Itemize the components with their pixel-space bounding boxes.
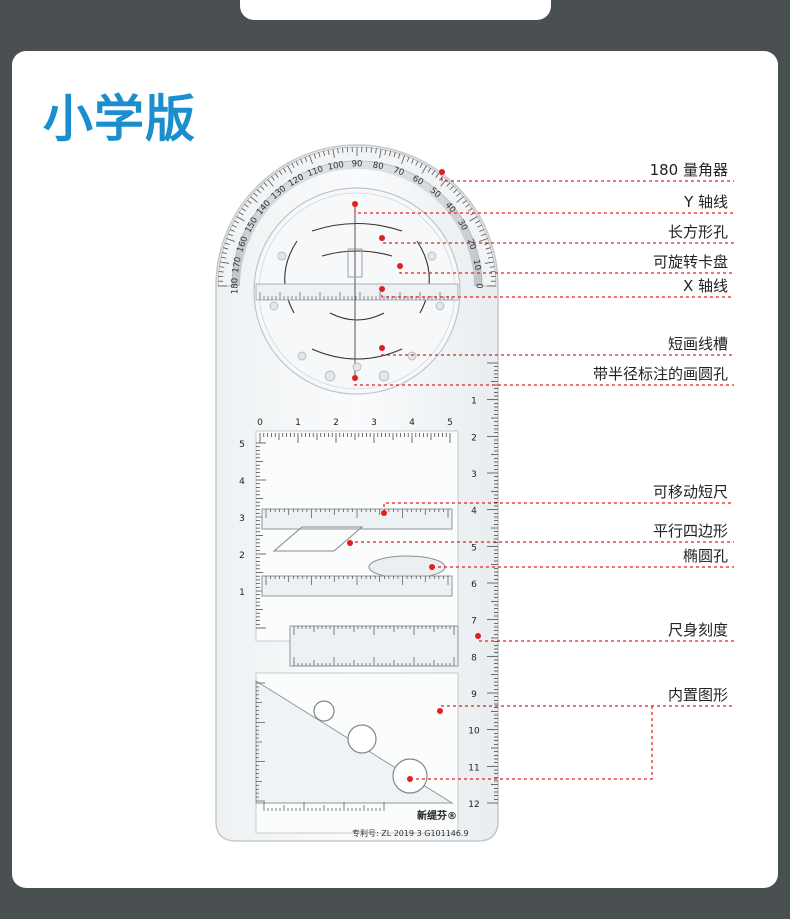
leader-dot <box>475 633 481 639</box>
callout-label-ruler-scale: 尺身刻度 <box>667 621 728 639</box>
callout-label-ellipse-hole: 椭圆孔 <box>682 547 728 565</box>
callout-label-movable-ruler: 可移动短尺 <box>652 483 728 501</box>
callout-label-protractor: 180 量角器 <box>649 161 728 179</box>
protractor-tick-label: 70 <box>392 165 406 178</box>
right-scale-label: 4 <box>471 507 477 517</box>
right-scale-label: 6 <box>471 580 477 590</box>
leader-line <box>410 706 653 780</box>
top-scale-label: 2 <box>333 418 339 428</box>
callout-label-x-axis: X 轴线 <box>682 277 728 295</box>
leader-dot <box>397 263 403 269</box>
patent-text: 专利号: ZL 2019 3 G101146.9 <box>352 828 469 838</box>
top-scale-label: 1 <box>295 418 301 428</box>
protractor-ticks <box>218 147 496 287</box>
leader-dot <box>352 375 358 381</box>
top-scale-label: 4 <box>409 418 415 428</box>
protractor-tick-label: 0 <box>474 283 484 288</box>
leader-dot <box>379 286 385 292</box>
protractor-tick-label: 170 <box>231 256 244 274</box>
parallelogram-hole <box>272 526 364 552</box>
protractor-tick-label: 10 <box>471 259 483 271</box>
leader-dot <box>429 564 435 570</box>
leader-dot <box>407 776 413 782</box>
top-scale-label: 0 <box>257 418 263 428</box>
brand-name: 新缇芬® <box>417 809 457 822</box>
right-scale-label: 2 <box>471 433 477 443</box>
right-scale-label: 3 <box>471 470 477 480</box>
right-scale-label: 1 <box>471 397 477 407</box>
protractor-tick-label: 60 <box>411 174 425 188</box>
left-scale-label: 2 <box>239 551 245 561</box>
callout-label-built-in-shapes: 内置图形 <box>667 686 728 704</box>
leader-dot <box>347 540 353 546</box>
protractor-tick-label: 90 <box>352 160 363 170</box>
right-scale-label: 10 <box>468 727 480 737</box>
top-scale-label: 3 <box>371 418 377 428</box>
leader-dot <box>352 201 358 207</box>
x-axis-bar <box>255 283 459 301</box>
callout-label-rotating-disc: 可旋转卡盘 <box>652 253 728 271</box>
callout-label-y-axis: Y 轴线 <box>684 193 728 211</box>
left-scale-label: 4 <box>239 477 245 487</box>
right-scale-label: 9 <box>471 690 477 700</box>
circle-hole-1 <box>313 700 335 722</box>
left-scale-label: 3 <box>239 514 245 524</box>
protractor-tick-label: 20 <box>465 238 478 252</box>
left-scale-label: 1 <box>239 588 245 598</box>
top-tab <box>240 0 551 20</box>
top-scale-label: 5 <box>447 418 453 428</box>
callout-label-rect-slot: 长方形孔 <box>667 223 728 241</box>
right-scale-label: 12 <box>468 800 479 810</box>
main-window <box>255 430 459 642</box>
right-scale-label: 5 <box>471 543 477 553</box>
right-scale-label: 11 <box>468 763 479 773</box>
left-scale-label: 5 <box>239 440 245 450</box>
leader-dot <box>379 345 385 351</box>
callout-label-circle-holes: 带半径标注的画圆孔 <box>592 365 728 383</box>
leader-dot <box>379 235 385 241</box>
right-scale-label: 8 <box>471 653 477 663</box>
callout-label-parallelogram: 平行四边形 <box>652 522 728 540</box>
protractor-tick-label: 180 <box>231 278 241 294</box>
protractor-tick-label: 30 <box>455 218 469 232</box>
protractor-tick-label: 80 <box>372 160 384 172</box>
leader-dot <box>439 169 445 175</box>
protractor-tick-label: 100 <box>327 160 345 173</box>
leader-dot <box>437 708 443 714</box>
callout-label-short-groove: 短画线槽 <box>667 335 728 353</box>
leader-lines <box>347 169 734 782</box>
circle-hole-2 <box>347 724 377 754</box>
leader-dot <box>381 510 387 516</box>
right-scale-label: 7 <box>471 617 477 627</box>
page-heading: 小学版 <box>43 90 196 148</box>
